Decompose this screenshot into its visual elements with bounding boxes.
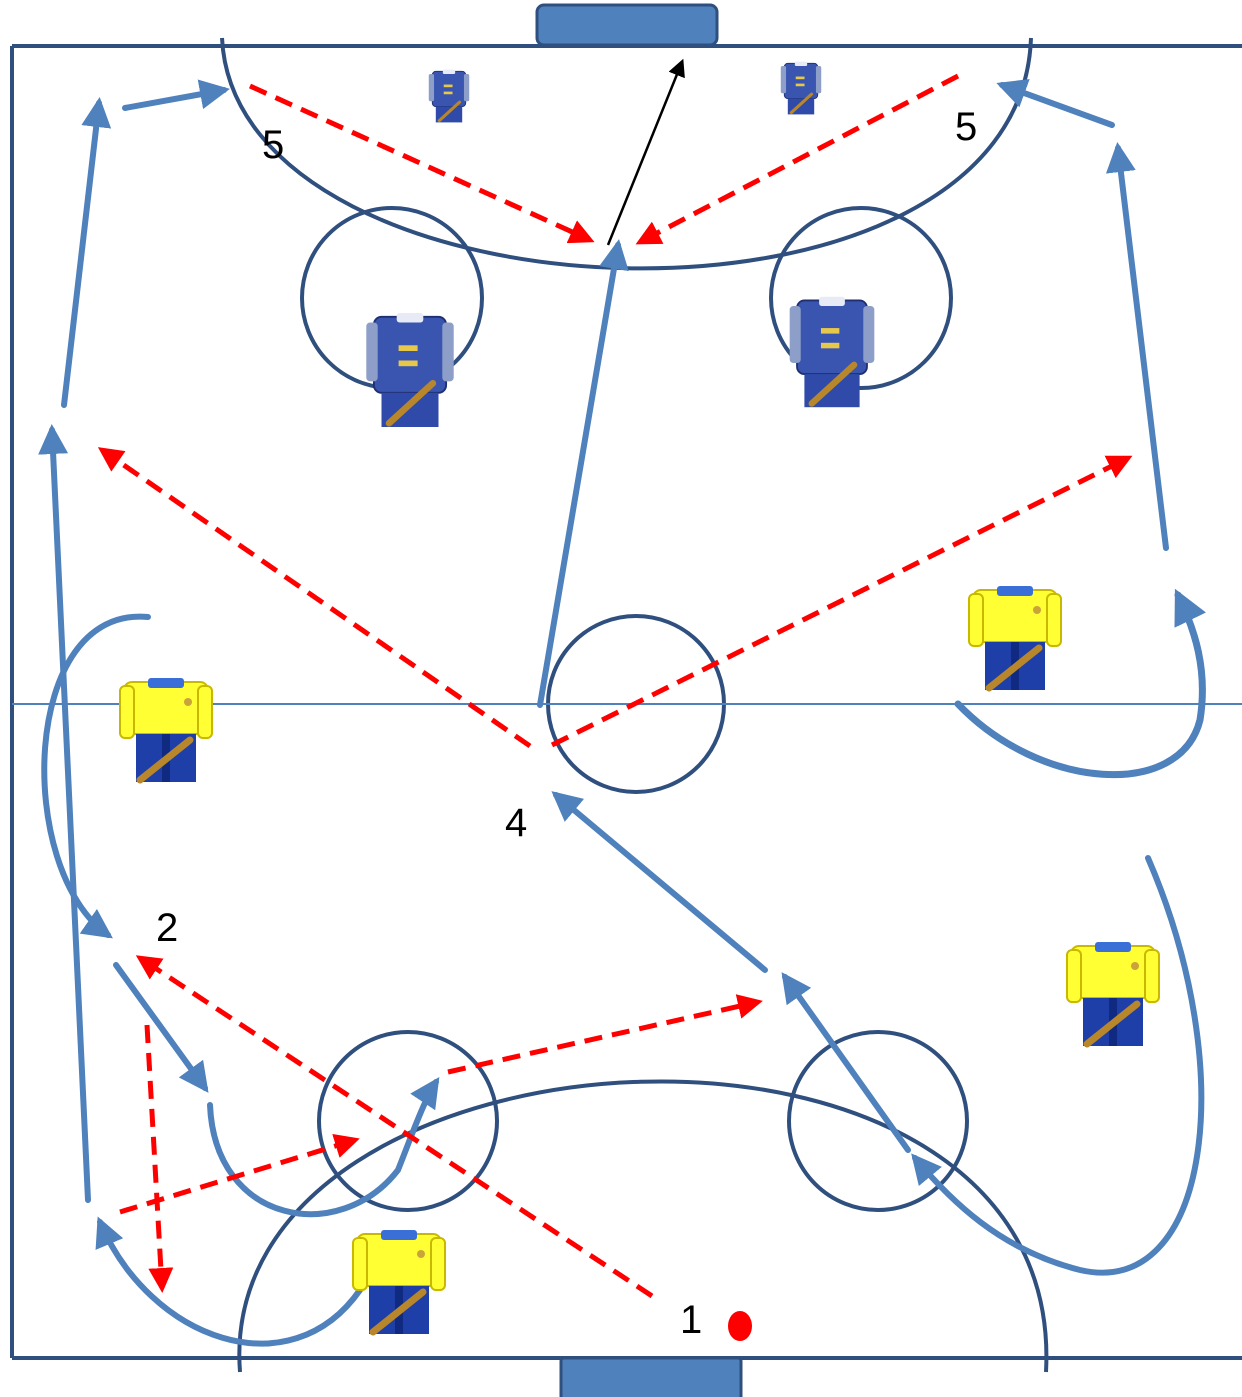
label-step-5-left: 5 <box>262 123 284 167</box>
label-step-4: 4 <box>505 801 527 845</box>
pass-arrow-across-bottom <box>119 1133 360 1215</box>
bottom-goal-area-arc <box>237 1079 1049 1373</box>
pass-arrow-top-left-to-slot <box>248 83 595 244</box>
home-players <box>120 586 1159 1334</box>
run-arrow-left-long <box>38 424 91 1203</box>
pass-arrow-1-to-2 <box>135 955 654 1299</box>
top-goal <box>535 3 719 47</box>
top-goal-area-arc <box>220 37 1033 271</box>
run-arrow-diagonal-right <box>781 972 911 1153</box>
run-arrow-right-big-curve <box>911 855 1205 1276</box>
run-arrow-diagonal-short <box>113 962 209 1093</box>
label-step-5-right: 5 <box>955 105 977 149</box>
home-player-icon <box>120 678 212 782</box>
run-arrow-bottom-curve <box>95 1216 363 1347</box>
run-arrow-left-curve <box>41 613 151 939</box>
run-arrow-center-up <box>537 239 629 708</box>
run-paths <box>38 79 1206 1347</box>
run-arrow-right-long <box>1105 142 1169 551</box>
shot-arrow <box>606 58 685 246</box>
home-player-icon <box>969 586 1061 690</box>
away-player-icon <box>779 60 823 116</box>
away-player-icon <box>427 68 471 124</box>
run-arrow-top-left <box>122 79 230 111</box>
home-player-icon <box>353 1230 445 1334</box>
step-labels: 1 2 4 5 5 <box>156 105 977 1342</box>
top-right-faceoff-circle <box>769 206 953 390</box>
run-arrow-to-4 <box>551 791 768 973</box>
pass-arrow-down <box>144 1024 174 1293</box>
ball-icon <box>728 1311 752 1341</box>
label-step-1: 1 <box>680 1298 702 1342</box>
pass-arrow-top-right-to-slot <box>635 73 960 245</box>
pass-paths <box>97 73 1133 1299</box>
run-arrow-right-loop <box>954 588 1206 779</box>
pass-arrow-4-to-right <box>550 455 1133 748</box>
pass-arrow-to-middle-right <box>447 994 763 1075</box>
label-step-2: 2 <box>156 906 178 950</box>
home-player-icon <box>1067 942 1159 1046</box>
away-player-icon <box>366 313 453 427</box>
run-arrow-top-right <box>996 79 1115 128</box>
bottom-goal <box>559 1356 743 1397</box>
run-arrow-left-upper <box>61 97 112 408</box>
bottom-right-faceoff-circle <box>787 1030 969 1212</box>
pass-arrow-4-to-left <box>97 447 532 749</box>
bottom-left-faceoff-circle <box>317 1030 499 1212</box>
away-player-icon <box>790 297 875 407</box>
run-arrow-loop-bottom-left <box>207 1077 440 1217</box>
